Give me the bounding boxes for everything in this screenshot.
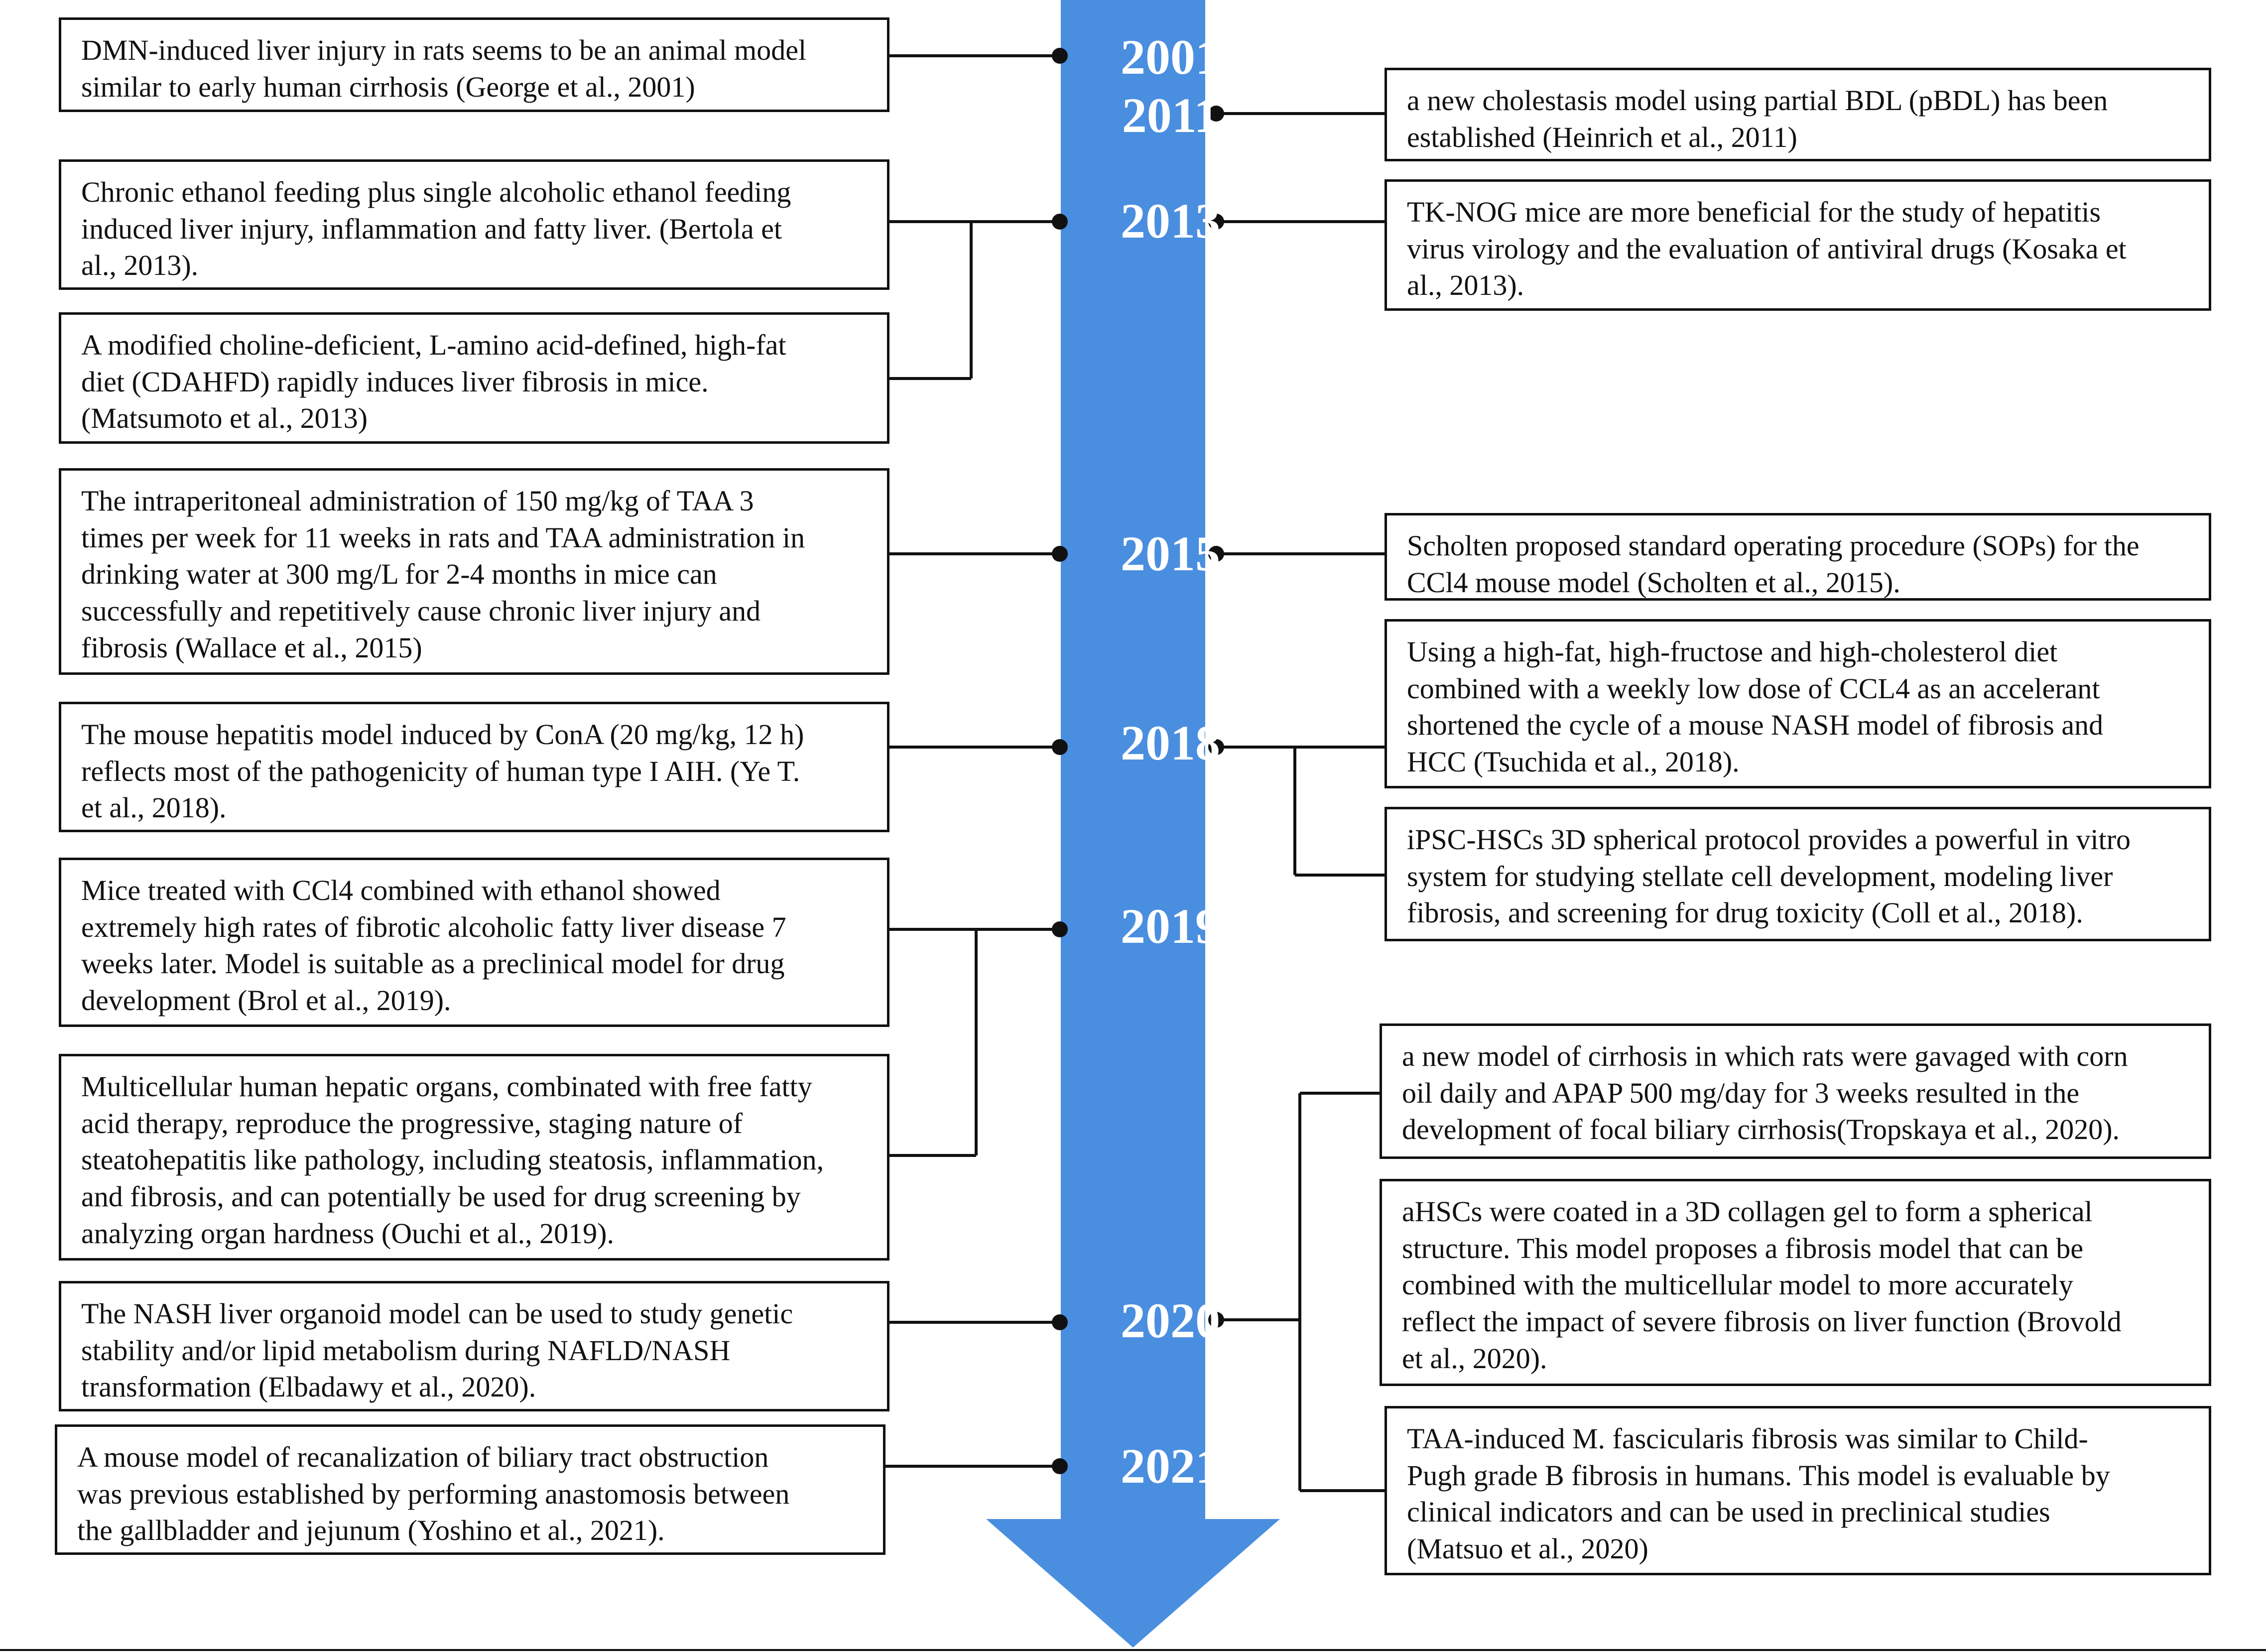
right-event-box-2020: aHSCs were coated in a 3D collagen gel t… <box>1380 1179 2211 1386</box>
left-event-box-2015: The intraperitoneal administration of 15… <box>59 468 889 675</box>
node-dot-2001-left <box>1052 48 1068 64</box>
node-dot-2020-left <box>1052 1314 1068 1330</box>
right-event-box-2013: TK-NOG mice are more beneficial for the … <box>1385 179 2211 311</box>
node-dot-2018-left <box>1052 739 1068 755</box>
node-dot-2015-right <box>1208 546 1224 562</box>
year-label-2013: 2013 <box>1121 193 1220 249</box>
node-dot-2013-left <box>1052 214 1068 230</box>
left-event-box-2018: The mouse hepatitis model induced by Con… <box>59 702 889 832</box>
node-dot-2021-left <box>1052 1458 1068 1474</box>
timeline-arrow <box>986 0 1280 1648</box>
year-label-2011: 2011 <box>1122 88 1219 143</box>
right-event-box-2015: Scholten proposed standard operating pro… <box>1385 513 2211 601</box>
node-dot-2019-left <box>1052 921 1068 937</box>
year-label-2019: 2019 <box>1121 898 1220 954</box>
left-event-box-2019: Mice treated with CCl4 combined with eth… <box>59 858 889 1027</box>
node-dot-2020-right <box>1208 1312 1224 1328</box>
right-event-box-2020: a new model of cirrhosis in which rats w… <box>1380 1023 2211 1159</box>
left-event-box-2019: Multicellular human hepatic organs, comb… <box>59 1054 889 1261</box>
right-event-box-2018: Using a high-fat, high-fructose and high… <box>1385 619 2211 788</box>
right-event-box-2020: TAA-induced M. fascicularis fibrosis was… <box>1385 1406 2211 1575</box>
left-event-box-2013: Chronic ethanol feeding plus single alco… <box>59 159 889 290</box>
connector-lines <box>885 48 1385 1492</box>
node-dot-2015-left <box>1052 546 1068 562</box>
left-event-box-2013: A modified choline-deficient, L-amino ac… <box>59 312 889 444</box>
bottom-rule <box>0 1649 2266 1651</box>
node-dot-2013-right <box>1208 214 1224 230</box>
node-dot-2011-right <box>1208 106 1224 122</box>
left-event-box-2001: DMN-induced liver injury in rats seems t… <box>59 17 889 112</box>
year-label-2021: 2021 <box>1121 1438 1220 1494</box>
year-label-2015: 2015 <box>1121 526 1220 581</box>
left-event-box-2020: The NASH liver organoid model can be use… <box>59 1281 889 1411</box>
right-event-box-2018: iPSC-HSCs 3D spherical protocol provides… <box>1385 807 2211 941</box>
year-label-2020: 2020 <box>1121 1293 1220 1348</box>
right-event-box-2011: a new cholestasis model using partial BD… <box>1385 68 2211 161</box>
node-dot-2018-right <box>1208 739 1224 755</box>
year-label-2001: 2001 <box>1121 29 1220 85</box>
left-event-box-2021: A mouse model of recanalization of bilia… <box>55 1424 885 1555</box>
year-label-2018: 2018 <box>1121 715 1220 770</box>
